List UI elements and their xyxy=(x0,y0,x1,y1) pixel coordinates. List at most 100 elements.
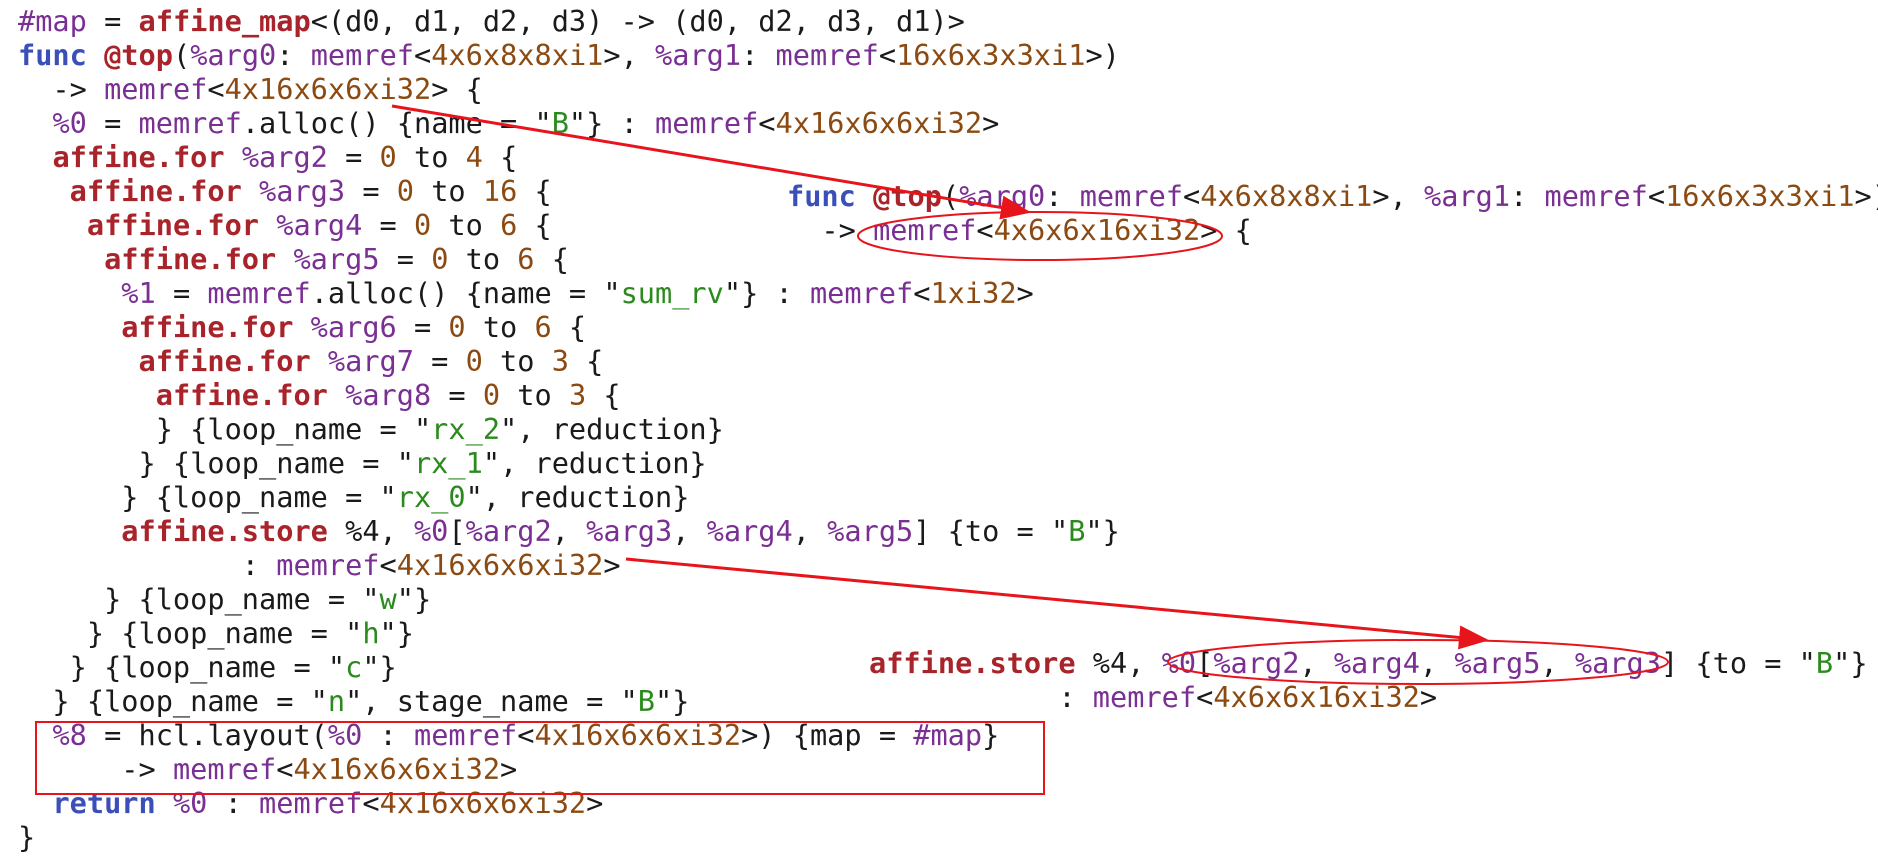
right-top-code-block: func @top(%arg0: memref<4x6x8x8xi1>, %ar… xyxy=(787,179,1878,247)
code-token: memref xyxy=(655,106,759,140)
code-token: rx_0 xyxy=(396,480,466,514)
code-token: B xyxy=(1815,646,1834,680)
code-token: [ xyxy=(1196,646,1214,680)
code-token: = xyxy=(396,310,449,344)
code-token: < xyxy=(379,548,397,582)
code-token: sum_rv xyxy=(620,276,724,310)
code-token: memref xyxy=(809,276,914,310)
code-token: func xyxy=(787,179,856,213)
code-token: %arg3 xyxy=(586,514,673,548)
code-token: memref xyxy=(259,786,363,820)
code-token: >, xyxy=(603,38,656,72)
code-token: .alloc() {name = " xyxy=(310,276,621,310)
code-token: %arg1 xyxy=(1424,179,1511,213)
code-token: ", reduction} xyxy=(465,480,690,514)
code-token: "} : xyxy=(723,276,810,310)
code-token: affine.for xyxy=(86,208,260,242)
code-token: memref xyxy=(276,548,380,582)
code-line: affine.for %arg5 = 0 to 6 { xyxy=(18,242,1120,276)
code-token: %4, xyxy=(327,514,414,548)
code-token: #map xyxy=(18,4,87,38)
code-token: to xyxy=(500,378,569,412)
code-token: > xyxy=(1016,276,1034,310)
code-token: ( xyxy=(941,179,960,213)
code-token: rx_2 xyxy=(431,412,501,446)
code-token: < xyxy=(1647,179,1666,213)
code-token: memref xyxy=(1079,179,1183,213)
code-line: affine.for %arg3 = 0 to 16 { xyxy=(18,174,1120,208)
code-token: %arg7 xyxy=(327,344,414,378)
code-token: } xyxy=(982,718,1000,752)
code-token: < xyxy=(517,718,535,752)
code-token: "} xyxy=(1085,514,1120,548)
code-token: 4x16x6x6xi32 xyxy=(775,106,983,140)
code-token: %arg5 xyxy=(1454,646,1541,680)
code-token: , xyxy=(551,514,587,548)
code-token: } xyxy=(18,820,36,854)
code-line: affine.for %arg7 = 0 to 3 { xyxy=(18,344,1120,378)
code-token: < xyxy=(276,752,294,786)
code-token: < xyxy=(414,38,432,72)
code-token: affine.store xyxy=(121,514,328,548)
code-line: affine.store %4, %0[%arg2, %arg4, %arg5,… xyxy=(869,646,1868,680)
code-line: } {loop_name = "w"} xyxy=(18,582,1120,616)
code-token: } {loop_name = " xyxy=(18,412,432,446)
code-token: >, xyxy=(1372,179,1425,213)
code-token: memref xyxy=(1544,179,1648,213)
code-token: affine.for xyxy=(52,140,225,174)
code-token: 0 xyxy=(379,140,397,174)
code-token: %arg1 xyxy=(655,38,742,72)
code-token: = xyxy=(379,242,432,276)
code-token: %arg6 xyxy=(310,310,397,344)
code-token: "} xyxy=(379,616,414,650)
code-line: affine.for %arg6 = 0 to 6 { xyxy=(18,310,1120,344)
code-line: -> memref<4x16x6x6xi32> { xyxy=(18,72,1120,106)
code-token: 0 xyxy=(431,242,449,276)
code-token: ] {to = " xyxy=(1660,646,1816,680)
code-token: memref xyxy=(775,38,879,72)
code-token: < xyxy=(878,38,897,72)
code-token: : xyxy=(1510,179,1545,213)
code-token: , xyxy=(672,514,707,548)
code-token: to xyxy=(482,344,552,378)
code-token: "} xyxy=(654,684,690,718)
code-token: memref xyxy=(413,718,518,752)
code-token: : xyxy=(869,680,1093,714)
code-token: @top xyxy=(104,38,173,72)
code-token: -> xyxy=(787,213,874,247)
layout-highlight-box xyxy=(35,721,1045,795)
code-token: affine.for xyxy=(155,378,328,412)
code-token: = xyxy=(345,174,397,208)
code-token: %0 xyxy=(413,514,449,548)
code-token: { xyxy=(534,242,569,276)
store-index-ellipse xyxy=(1167,639,1669,685)
code-token: > xyxy=(982,106,1000,140)
code-token: ", stage_name = " xyxy=(345,684,638,718)
code-token: %1 xyxy=(121,276,156,310)
code-line: affine.for %arg4 = 0 to 6 { xyxy=(18,208,1120,242)
code-line: affine.for %arg2 = 0 to 4 { xyxy=(18,140,1120,174)
code-token: < xyxy=(758,106,776,140)
code-token: %arg4 xyxy=(706,514,793,548)
code-line: } {loop_name = "rx_2", reduction} xyxy=(18,412,1120,446)
code-token: <(d0, d1, d2, d3) -> (d0, d2, d3, d1)> xyxy=(310,4,965,38)
code-token: < xyxy=(913,276,931,310)
code-line: -> memref<4x16x6x6xi32> xyxy=(18,752,1120,786)
code-token: < xyxy=(1183,179,1201,213)
code-token: } {loop_name = " xyxy=(18,446,414,480)
code-token: 3 xyxy=(568,378,587,412)
code-token: affine_map xyxy=(138,4,311,38)
code-token: affine.for xyxy=(121,310,294,344)
code-token: ", reduction} xyxy=(500,412,724,446)
code-token: %arg4 xyxy=(276,208,363,242)
code-token: %arg5 xyxy=(293,242,380,276)
code-token: } {loop_name = " xyxy=(18,650,346,684)
code-token: 4x6x8x8xi1 xyxy=(1200,179,1373,213)
code-token: 4 xyxy=(465,140,483,174)
code-token: %arg2 xyxy=(241,140,328,174)
code-token: , xyxy=(792,514,828,548)
code-token: rx_1 xyxy=(413,446,483,480)
code-token: affine.for xyxy=(69,174,242,208)
code-line: %1 = memref.alloc() {name = "sum_rv"} : … xyxy=(18,276,1120,310)
